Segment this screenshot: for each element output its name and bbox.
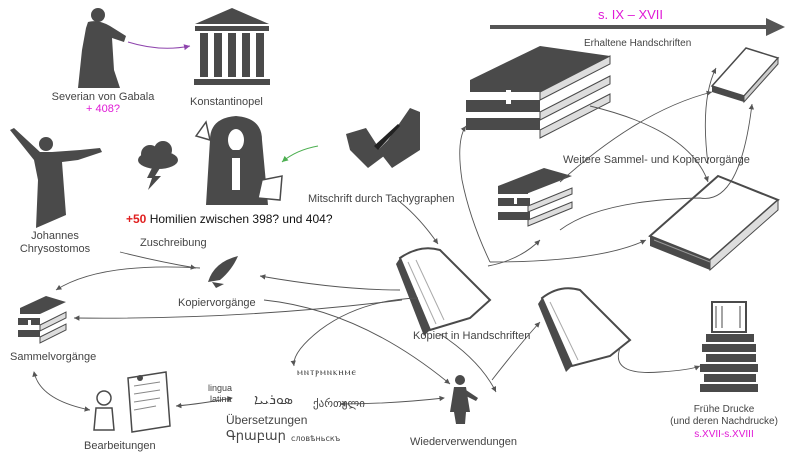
kopiervorgaenge-label: Kopiervorgänge [178, 297, 256, 309]
quill-icon [208, 256, 238, 288]
translations-title: Übersetzungen [226, 413, 308, 427]
severian-silhouette-icon [78, 8, 126, 89]
zuschreibung-label: Zuschreibung [140, 237, 207, 249]
homilies-count: +50 [126, 212, 147, 226]
timeline-label: Erhaltene Handschriften [584, 38, 692, 49]
homilies-text: Homilien zwischen 398? und 404? [149, 212, 333, 226]
storm-cloud-icon [138, 141, 178, 190]
konstantinopel-building-icon [194, 8, 270, 85]
sammelvorgaenge-label: Sammelvorgänge [10, 351, 97, 363]
large-book-stack-icon [466, 46, 611, 139]
bearbeitungen-label: Bearbeitungen [84, 440, 156, 452]
document-editor-icon [93, 371, 171, 433]
timeline-arrow [490, 18, 785, 36]
severian-name: Severian von Gabala [51, 91, 155, 103]
konstantinopel-label: Konstantinopel [190, 96, 263, 108]
fruehe-line1: Frühe Drucke [693, 404, 755, 415]
presenter-silhouette-icon [450, 375, 478, 424]
writing-hand-icon [346, 108, 420, 168]
codex-book-icon [396, 247, 492, 336]
homilies-label: +50 Homilien zwischen 398? und 404? [126, 213, 333, 226]
chrysostom-portrait-icon [194, 116, 283, 205]
early-prints-stack-icon [700, 301, 758, 392]
syriac-label: ܣܘܪܝܝܐ [254, 392, 294, 408]
lingua-line1: lingua [208, 383, 233, 393]
book-stack-left-icon [18, 296, 67, 344]
kopiert-label: Kopiert in Handschriften [413, 330, 531, 342]
large-closed-book-icon [648, 174, 780, 272]
armenian-label: Գրաբար [226, 429, 286, 444]
wiederverwendungen-label: Wiederverwendungen [410, 436, 518, 448]
georgian-label: ქართული [313, 397, 365, 410]
slavonic-label: словѣньскъ [291, 434, 341, 443]
codex-book-right-icon [538, 287, 632, 372]
severian-date: + 408? [86, 103, 120, 115]
fruehe-date: s.XVII-s.XVIII [694, 429, 754, 440]
johannes-figure-icon [10, 128, 102, 228]
mitschrift-label: Mitschrift durch Tachygraphen [308, 193, 455, 205]
small-book-stack-icon [498, 168, 573, 227]
fruehe-line2: (und deren Nachdrucke) [670, 416, 778, 427]
johannes-line2: Chrysostomos [19, 243, 91, 255]
timeline-range: s. IX – XVII [598, 7, 664, 22]
lingua-line2: latina [210, 394, 232, 404]
weitere-label: Weitere Sammel- und Kopiervorgänge [563, 154, 750, 166]
johannes-line1: Johannes [31, 230, 79, 242]
single-book-icon [710, 47, 780, 104]
coptic-label: ⲙⲛⲧⲣⲙⲛⲕⲏⲙⲉ [297, 367, 357, 378]
connector-arrows [32, 67, 755, 412]
